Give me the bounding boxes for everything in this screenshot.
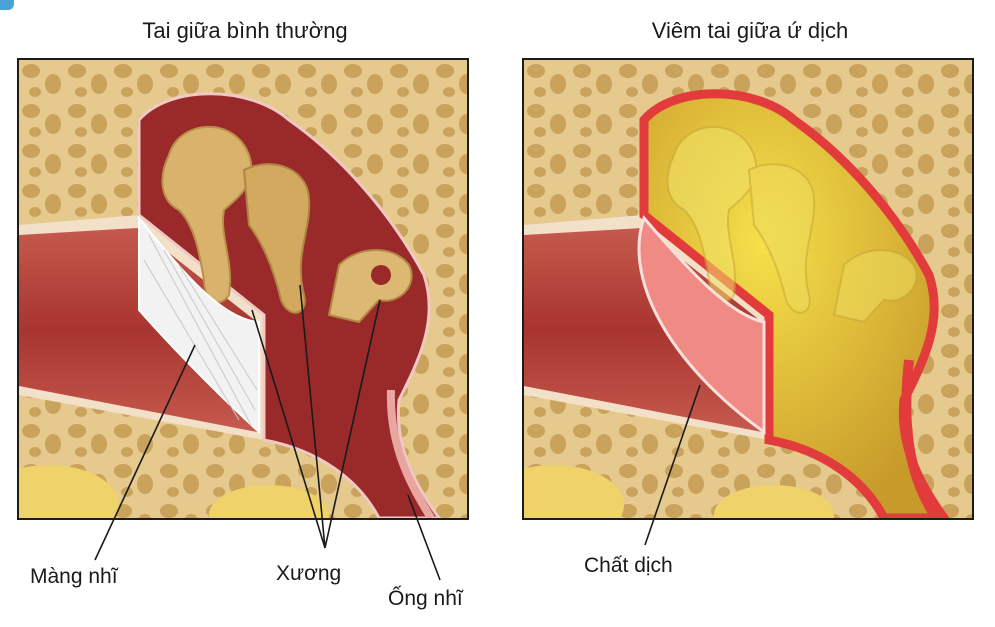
corner-accent bbox=[0, 0, 14, 10]
label-bones: Xương bbox=[276, 562, 342, 585]
bulging-eardrum bbox=[637, 215, 766, 435]
normal-ear-illustration bbox=[17, 58, 469, 520]
effusion-ear-illustration bbox=[522, 58, 974, 520]
ossicles bbox=[666, 125, 918, 324]
ear-canal bbox=[19, 228, 257, 432]
label-fluid: Chất dịch bbox=[584, 554, 673, 577]
panel-title-effusion: Viêm tai giữa ứ dịch bbox=[651, 18, 849, 43]
bottom-structure bbox=[19, 465, 119, 518]
panel-title-normal: Tai giữa bình thường bbox=[142, 18, 348, 43]
label-eustachian-tube: Ống nhĩ bbox=[388, 587, 463, 610]
ossicles bbox=[161, 125, 413, 324]
label-eardrum: Màng nhĩ bbox=[30, 565, 118, 588]
